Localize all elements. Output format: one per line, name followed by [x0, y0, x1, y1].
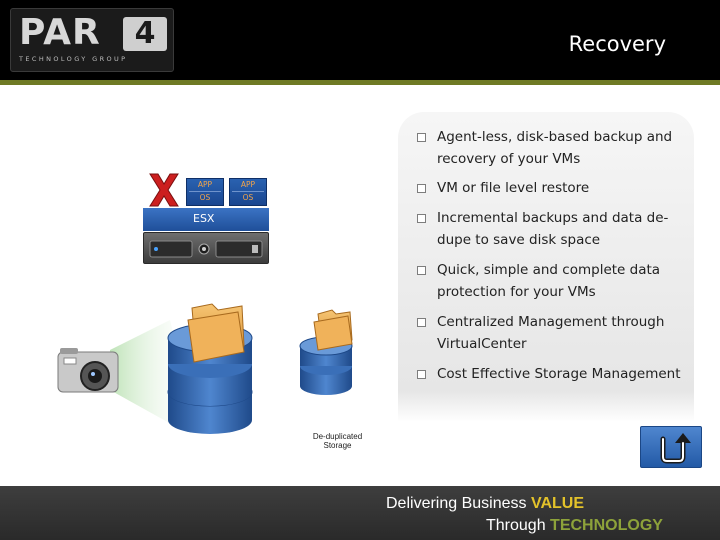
logo-number: 4 — [134, 16, 156, 51]
logo-word: PAR — [19, 12, 101, 53]
storage-diagram — [57, 303, 253, 440]
esx-label: ESX — [193, 212, 215, 225]
bullet-text: VM or file level restore — [437, 180, 590, 196]
dedup-storage-diagram — [299, 309, 353, 395]
checkbox-bullet-icon — [417, 266, 426, 275]
return-arrow-icon — [660, 433, 691, 464]
vm-app-label: APP — [197, 180, 213, 189]
checkbox-bullet-icon — [417, 133, 426, 142]
vm-box-1: APP OS — [186, 178, 224, 206]
bullet-text: Cost Effective Storage Management — [437, 366, 681, 382]
footer-slogan-accent: VALUE — [530, 495, 584, 512]
dedup-storage-caption: De-duplicated Storage — [312, 432, 363, 450]
company-logo: PAR 4 TECHNOLOGY GROUP — [10, 8, 174, 72]
header-divider — [0, 80, 720, 85]
checkbox-bullet-icon — [417, 370, 426, 379]
vm-os-label: OS — [199, 193, 211, 202]
folder-icon — [187, 303, 245, 363]
bullet-text: Incremental backups and data de-dupe to … — [437, 210, 669, 248]
vm-os-label: OS — [242, 193, 254, 202]
failed-vm-x-icon — [149, 173, 179, 207]
checkbox-bullet-icon — [417, 318, 426, 327]
footer-slogan-accent: TECHNOLOGY — [550, 517, 663, 534]
footer-bar — [0, 486, 720, 540]
camera-icon — [57, 348, 119, 393]
esx-host-bar: ESX — [143, 208, 269, 231]
vm-box-2: APP OS — [229, 178, 267, 206]
folder-icon — [313, 309, 353, 351]
footer-slogan-text: Through — [486, 517, 551, 534]
vm-app-label: APP — [240, 180, 256, 189]
bullet-text: Agent-less, disk-based backup and recove… — [437, 129, 673, 167]
checkbox-bullet-icon — [417, 184, 426, 193]
bullet-text: Quick, simple and complete data protecti… — [437, 262, 661, 300]
server-icon — [143, 232, 269, 264]
slide-title: Recovery — [568, 32, 666, 56]
footer-slogan-text: Delivering Business — [386, 495, 531, 512]
footer-slogan-line1: Delivering Business VALUE — [386, 494, 584, 514]
logo-tagline: TECHNOLOGY GROUP — [19, 55, 128, 63]
bullet-text: Centralized Management through VirtualCe… — [437, 314, 665, 352]
checkbox-bullet-icon — [417, 214, 426, 223]
footer-slogan-line2: Through TECHNOLOGY — [486, 516, 663, 536]
feature-panel — [398, 112, 694, 422]
return-button[interactable] — [640, 426, 702, 468]
logo-number-box: 4 — [123, 17, 167, 51]
